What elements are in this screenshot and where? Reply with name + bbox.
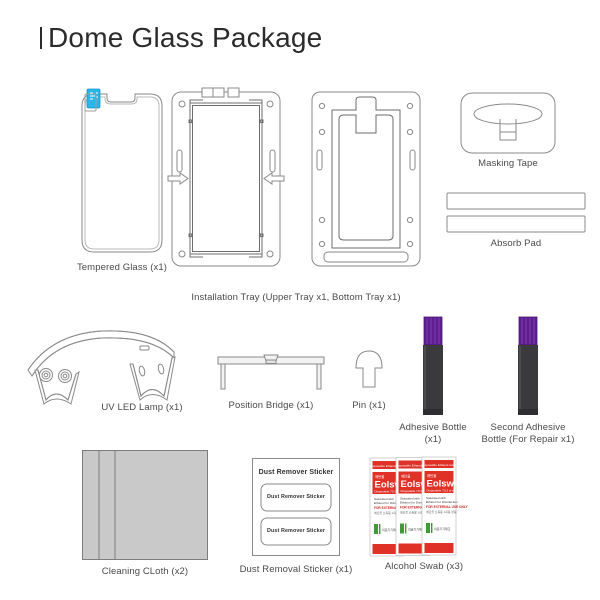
absorb-pad-item: Absorb Pad	[446, 192, 586, 249]
dust-removal-sticker-caption: Dust Removal Sticker (x1)	[239, 564, 353, 575]
bottom-tray-illustration	[311, 91, 421, 267]
page-title-text: Dome Glass Package	[48, 22, 323, 53]
tempered-glass-illustration	[81, 88, 163, 253]
tempered-glass-item: Tempered Glass (x1)	[74, 88, 170, 273]
uv-lamp-led-rings	[39, 368, 72, 383]
tempered-glass-caption: Tempered Glass (x1)	[76, 262, 168, 273]
masking-tape-caption: Masking Tape	[478, 158, 538, 169]
masking-tape-illustration	[460, 92, 556, 154]
uv-led-lamp-caption: UV LED Lamp (x1)	[101, 402, 183, 413]
dust-sticker-label-2: Dust Remover Sticker	[266, 528, 326, 534]
dust-sticker-label-1: Dust Remover Sticker	[266, 494, 326, 500]
uv-led-lamp-illustration	[27, 330, 176, 405]
cleaning-cloth-item: Cleaning CLoth (x2)	[82, 450, 208, 577]
pin-illustration	[355, 350, 383, 388]
masking-tape-item: Masking Tape	[460, 92, 556, 169]
second-adhesive-bottle-illustration	[518, 316, 538, 415]
cleaning-cloth-illustration	[82, 450, 208, 560]
tempered-glass-pull-tab	[84, 88, 101, 112]
tray-direction-arrow-right	[263, 172, 285, 185]
cleaning-cloth-caption: Cleaning CLoth (x2)	[101, 566, 189, 577]
pin-caption: Pin (x1)	[352, 400, 386, 411]
absorb-pad-illustration	[446, 192, 586, 233]
position-bridge-caption: Position Bridge (x1)	[228, 400, 314, 411]
second-adhesive-bottle-item: Second Adhesive Bottle (For Repair x1)	[481, 316, 574, 445]
alcohol-swab-illustration: Disposable Ethanol swab 에탄올 Eolswab Disp…	[369, 456, 469, 557]
position-bridge-illustration	[217, 354, 325, 390]
upper-tray-illustration	[167, 87, 285, 267]
alcohol-swab-item: Disposable Ethanol swab 에탄올 Eolswab Disp…	[369, 456, 478, 572]
dust-removal-sticker-illustration	[252, 458, 340, 556]
position-bridge-item: Position Bridge (x1)	[217, 352, 325, 411]
dust-sticker-sheet-header: Dust Remover Sticker	[258, 469, 334, 476]
adhesive-bottle-caption: Adhesive Bottle (x1)	[399, 422, 467, 446]
dust-removal-sticker-item: Dust Remover Sticker Dust Remover Sticke…	[240, 458, 352, 575]
uv-led-lamp-item: UV LED Lamp (x1)	[22, 326, 183, 413]
title-accent-bar	[40, 27, 42, 49]
page-title: Dome Glass Package	[40, 22, 322, 54]
pin-item: Pin (x1)	[352, 348, 386, 411]
second-adhesive-bottle-caption: Second Adhesive Bottle (For Repair x1)	[481, 422, 575, 446]
alcohol-swab-caption: Alcohol Swab (x3)	[384, 561, 464, 572]
absorb-pad-caption: Absorb Pad	[490, 238, 542, 249]
installation-tray-caption: Installation Tray (Upper Tray x1, Bottom…	[191, 292, 401, 303]
tray-direction-arrow-left	[167, 172, 189, 185]
adhesive-bottle-item: Adhesive Bottle (x1)	[399, 316, 467, 445]
adhesive-bottle-illustration	[423, 316, 443, 415]
